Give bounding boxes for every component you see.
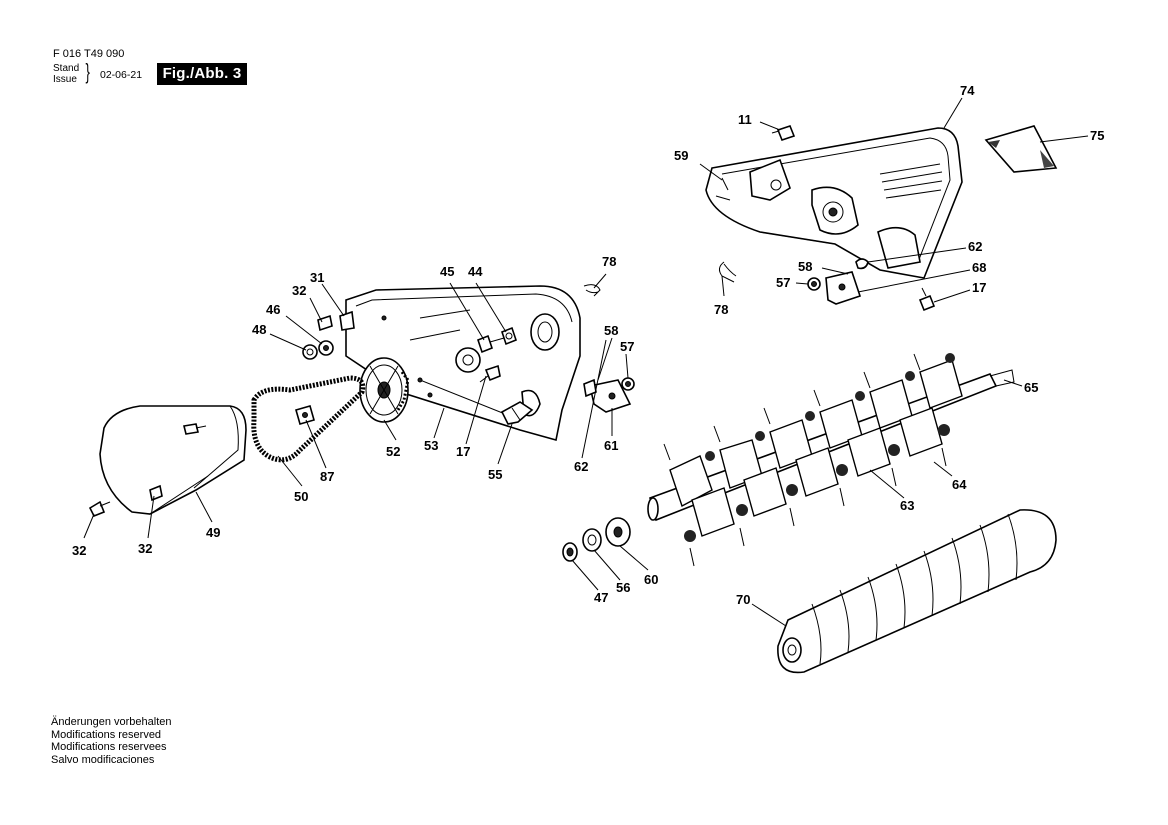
clip-78b-drawing	[718, 261, 737, 283]
issue-label: Issue	[53, 74, 77, 85]
callout-17-top: 17	[972, 280, 986, 295]
callout-45: 45	[440, 264, 454, 279]
reel-shaft-63-drawing	[647, 353, 1015, 567]
screw-32c-drawing	[88, 500, 111, 518]
callout-57-top: 57	[776, 275, 790, 290]
callout-63: 63	[900, 498, 914, 513]
cover-74-drawing	[705, 127, 963, 279]
fasteners-31-32-46-48-drawing	[302, 310, 355, 360]
callout-11: 11	[738, 112, 752, 127]
callout-58-top: 58	[798, 259, 812, 274]
callout-32-top: 32	[292, 283, 306, 298]
side-plate-53-drawing	[345, 285, 581, 442]
callout-60: 60	[644, 572, 658, 587]
screw-11-drawing	[771, 125, 796, 141]
pulley-52-drawing	[359, 357, 410, 423]
belt-guard-49-drawing	[99, 405, 247, 515]
bolt-17a-drawing	[918, 287, 936, 312]
callout-68: 68	[972, 260, 986, 275]
callout-53: 53	[424, 438, 438, 453]
callout-75: 75	[1090, 128, 1104, 143]
stand-label: Stand	[53, 63, 80, 74]
note-spanish: Salvo modificaciones	[51, 753, 155, 766]
bolts-45-44-drawing	[477, 326, 517, 354]
callout-50: 50	[294, 489, 308, 504]
callout-32-left: 32	[72, 543, 86, 558]
callout-17-mid: 17	[456, 444, 470, 459]
callout-46: 46	[266, 302, 280, 317]
callout-78-lower: 78	[714, 302, 728, 317]
label-75-drawing	[984, 125, 1058, 173]
note-french: Modifications reservees	[51, 741, 167, 754]
nut-57a-drawing	[807, 277, 821, 291]
note-german: Änderungen vorbehalten	[51, 716, 172, 728]
clip-78a-drawing	[583, 284, 601, 297]
issue-date: 02-06-21	[100, 69, 143, 81]
note-english: Modifications reserved	[51, 728, 162, 741]
callout-labels: 11 74 75 59 62 58 68 57 17 78 78 31 32 4…	[72, 83, 1104, 607]
callout-61: 61	[604, 438, 618, 453]
callout-62-mid: 62	[574, 459, 588, 474]
callout-87: 87	[320, 469, 334, 484]
callout-52: 52	[386, 444, 400, 459]
bracket-55-drawing	[500, 401, 534, 425]
leader-lines	[83, 97, 1089, 627]
bracket-61-drawing	[583, 377, 635, 413]
callout-74: 74	[960, 83, 975, 98]
callout-59: 59	[674, 148, 688, 163]
callout-65: 65	[1024, 380, 1038, 395]
figure-label: Fig./Abb. 3	[157, 63, 247, 85]
stand-issue-label: Stand Issue	[53, 63, 79, 85]
callout-56: 56	[616, 580, 630, 595]
callout-31: 31	[310, 270, 324, 285]
callout-44: 44	[468, 264, 483, 279]
brace-glyph: }	[85, 59, 90, 84]
roller-70-drawing	[777, 509, 1057, 674]
callout-64: 64	[952, 477, 967, 492]
callout-62-top: 62	[968, 239, 982, 254]
document-number: F 016 T49 090	[53, 48, 125, 60]
callout-55: 55	[488, 467, 502, 482]
callout-70: 70	[736, 592, 750, 607]
bolt-17b-drawing	[479, 364, 501, 383]
bracket-68-drawing	[825, 258, 869, 305]
callout-58-mid: 58	[604, 323, 618, 338]
callout-49: 49	[206, 525, 220, 540]
callout-57-mid: 57	[620, 339, 634, 354]
belt-50-drawing	[251, 375, 366, 463]
callout-47: 47	[594, 590, 608, 605]
callout-32-mid: 32	[138, 541, 152, 556]
footer-notes: Änderungen vorbehalten Modifications res…	[51, 716, 171, 766]
callout-78-upper: 78	[602, 254, 616, 269]
callout-48: 48	[252, 322, 266, 337]
washers-47-56-60-drawing	[562, 517, 631, 562]
